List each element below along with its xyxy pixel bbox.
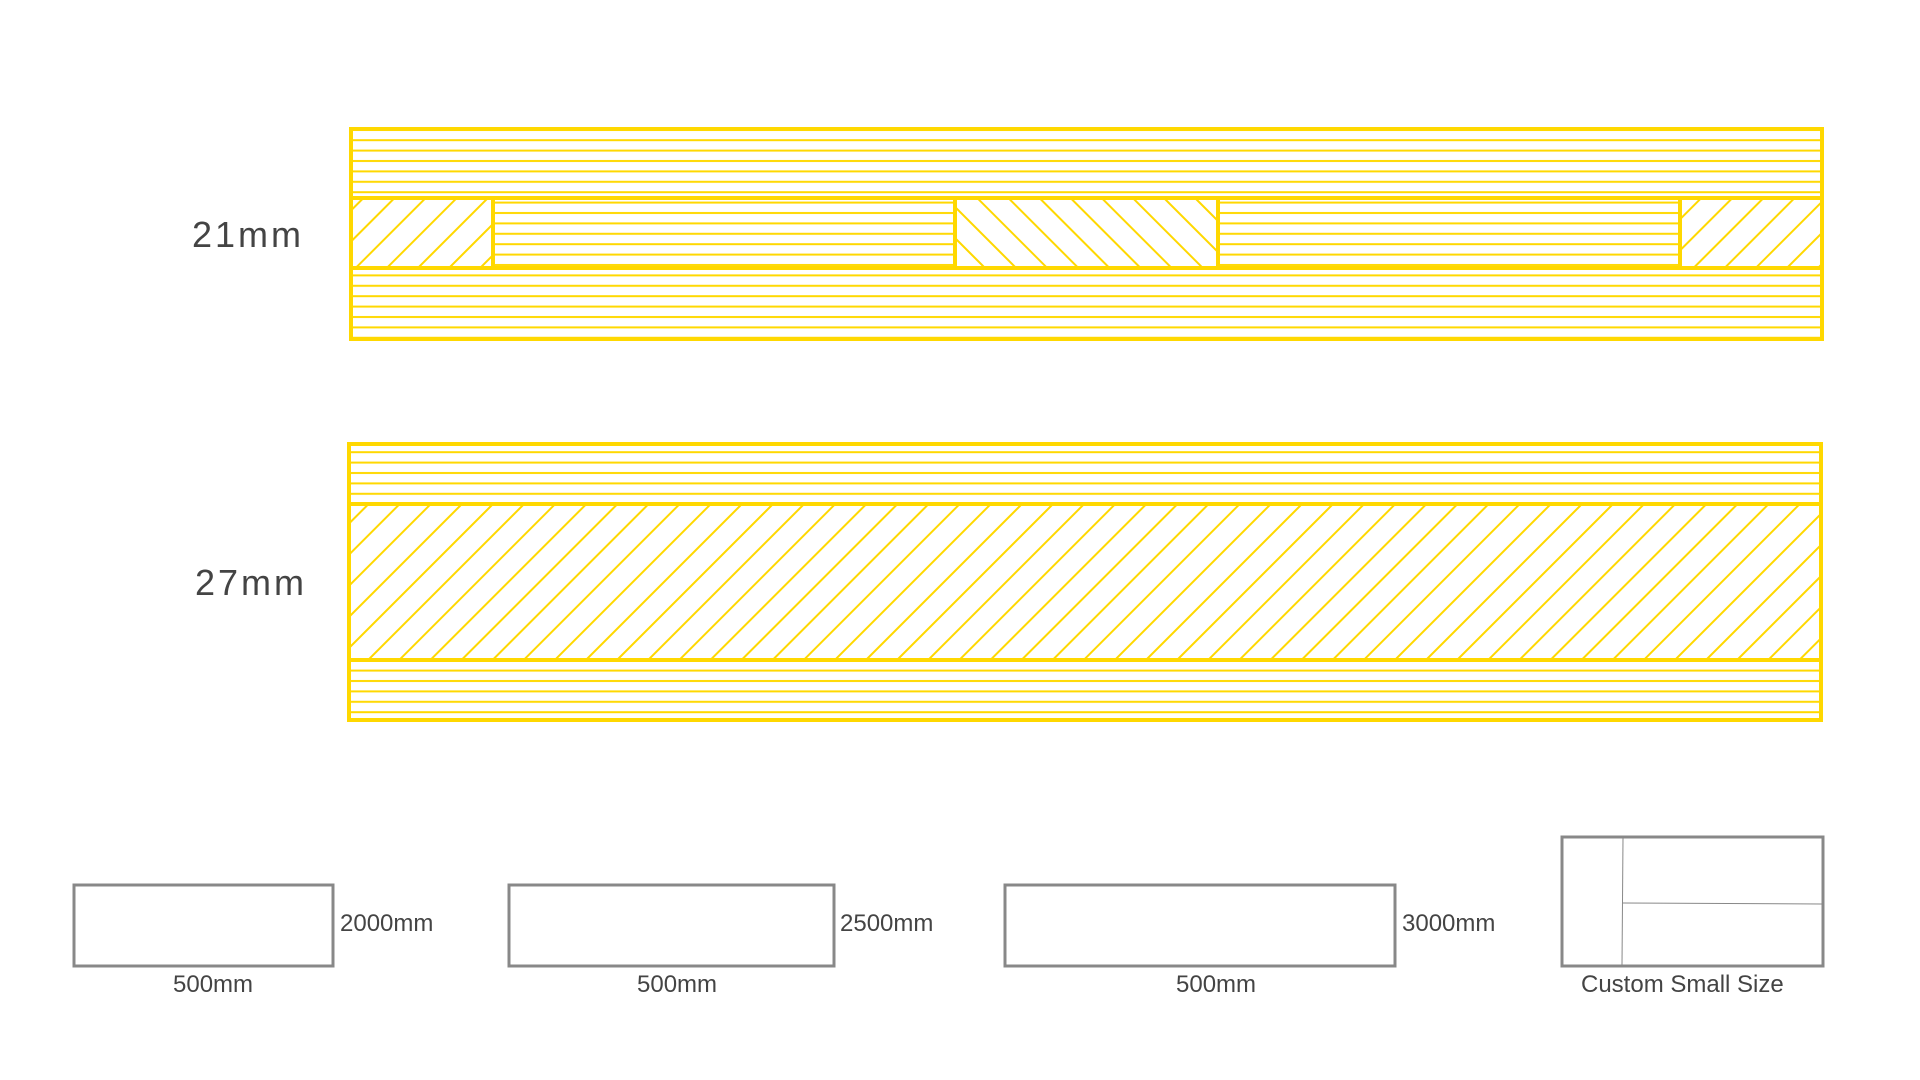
length-label-3000: 3000mm: [1402, 910, 1496, 937]
panel-21mm: [349, 127, 1824, 341]
panel-27mm: [347, 442, 1823, 722]
custom-size-label: Custom Small Size: [1581, 971, 1784, 998]
core-segment-horizontal: [493, 198, 955, 268]
size-box-3000: [1003, 883, 1397, 968]
core-segment-diagonal: [351, 198, 493, 268]
size-box-2500: [507, 883, 836, 968]
length-label-2000: 2000mm: [340, 910, 434, 937]
core-layer-diagonal: [349, 504, 1821, 660]
length-label-2500: 2500mm: [840, 910, 934, 937]
size-box-2000: [72, 883, 335, 968]
width-label-1: 500mm: [173, 971, 254, 998]
core-segment-diagonal: [1680, 198, 1822, 268]
size-box-custom: [1560, 835, 1825, 968]
bottom-layer: [351, 268, 1822, 339]
bottom-layer: [349, 660, 1821, 720]
thickness-label-27mm: 27mm: [195, 562, 308, 603]
width-label-2: 500mm: [637, 971, 718, 998]
top-layer: [349, 444, 1821, 504]
width-label-3: 500mm: [1176, 971, 1257, 998]
core-segment-horizontal: [1218, 198, 1680, 268]
thickness-label-21mm: 21mm: [192, 214, 305, 255]
top-layer: [351, 129, 1822, 198]
core-segment-diagonal: [955, 198, 1218, 268]
